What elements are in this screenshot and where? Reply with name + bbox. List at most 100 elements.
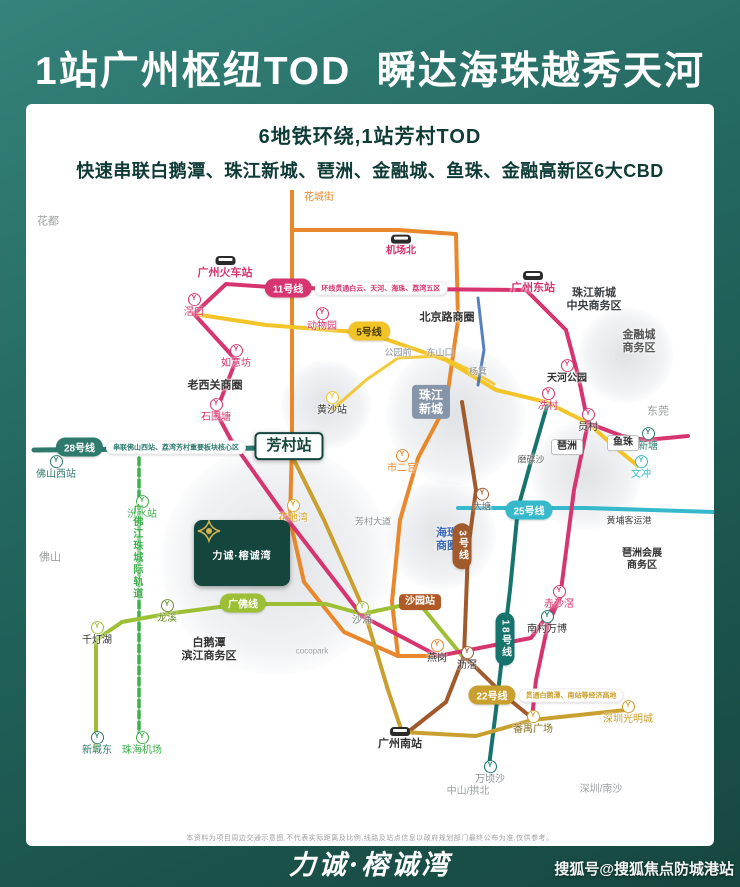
metro-icon: Y bbox=[160, 599, 174, 613]
intro-line1: 6地铁环绕,1站芳村TOD bbox=[258, 126, 482, 148]
station-name-text: 花都 bbox=[37, 215, 59, 228]
metro-line-18 bbox=[487, 404, 549, 768]
project-name: 力诚·榕诚湾 bbox=[212, 551, 272, 562]
station-name-text: 商务区 bbox=[627, 560, 657, 571]
line-badge-name: 18号线 bbox=[495, 612, 515, 666]
station-name-text: 新城东 bbox=[82, 745, 112, 757]
metro-line-22 bbox=[288, 450, 628, 738]
station-name-text: 深圳光明城 bbox=[603, 714, 653, 726]
metro-line-5 bbox=[192, 312, 640, 468]
line-badge: 28号线串联佛山西站、荔湾芳村重要板块核心区 bbox=[55, 437, 247, 457]
station-name-text: 珠江新城 bbox=[572, 287, 616, 300]
station-name-text: cocopark bbox=[295, 646, 329, 656]
district-bubble bbox=[386, 345, 526, 485]
station-name-text: 如意坊 bbox=[221, 358, 251, 370]
station-label: 广州东站 bbox=[511, 271, 555, 295]
station-name-text: 芳村站 bbox=[266, 437, 312, 455]
line-badge: 25号线 bbox=[505, 500, 553, 520]
line-badge: 11号线环线贯通白云、天河、海珠、荔湾五区 bbox=[264, 278, 448, 298]
station-name-text: 珠海机场 bbox=[122, 745, 162, 757]
station-label: 琶洲会展商务区 bbox=[622, 548, 662, 572]
station-label: 公园前 bbox=[384, 348, 411, 359]
station-label: 金融城商务区 bbox=[623, 329, 656, 355]
metro-icon: Y bbox=[90, 731, 104, 745]
metro-icon: Y bbox=[483, 760, 497, 774]
station-name-text: 琶洲会展 bbox=[622, 548, 662, 560]
metro-icon: Y bbox=[540, 610, 554, 624]
line-badge-name: 3号线 bbox=[452, 523, 472, 569]
station-label: 花都 bbox=[37, 216, 59, 229]
metro-icon: Y bbox=[229, 344, 243, 358]
station-name-text: 天河公园 bbox=[547, 373, 587, 385]
metro-map: 力诚·榕诚湾 花都佛山东莞中山/拱北深圳/南沙花城街机场北广州火车站广州东站珠江… bbox=[26, 190, 714, 838]
metro-icon: Y bbox=[560, 359, 574, 373]
station-label: 北京路商圈 bbox=[420, 312, 475, 325]
station-label: 珠江新城中央商务区 bbox=[567, 287, 622, 313]
metro-line-orange bbox=[288, 190, 440, 658]
train-icon bbox=[391, 234, 411, 244]
watermark: 搜狐号@搜狐焦点防城港站 bbox=[554, 861, 734, 878]
metro-icon: Y bbox=[90, 621, 104, 635]
station-label: 广州南站 bbox=[378, 727, 422, 751]
station-name-text: 龙溪 bbox=[157, 613, 177, 625]
station-name-text: 广佛江珠城际轨道 bbox=[130, 504, 142, 600]
line-badge: 18号线 bbox=[495, 612, 515, 666]
intro-block: 6地铁环绕,1站芳村TOD 快速串联白鹅潭、珠江新城、琶洲、金融城、鱼珠、金融高… bbox=[26, 104, 714, 183]
train-icon bbox=[215, 256, 235, 266]
train-icon bbox=[390, 727, 410, 737]
line-badge: 广佛线 bbox=[220, 593, 266, 613]
metro-line-25 bbox=[456, 506, 714, 514]
station-label: cocopark bbox=[296, 646, 328, 655]
station-name-text: 沥滘 bbox=[457, 660, 477, 672]
station-name-text: 南村万博 bbox=[527, 624, 567, 636]
station-name-text: 芳村大道 bbox=[354, 516, 392, 527]
station-name-text: 燕岗 bbox=[427, 653, 447, 665]
station-name-text: 中山/拱北 bbox=[446, 786, 490, 798]
station-name-text: 北京路商圈 bbox=[419, 311, 475, 324]
line-badge-desc: 贯通白鹅潭、南站等经济高地 bbox=[518, 688, 624, 702]
metro-icon: Y bbox=[355, 601, 369, 615]
station-name-text: 公园前 bbox=[384, 347, 412, 358]
map-disclaimer: 本资料为项目周边交通示意图,不代表实际距离及比例,线路及站点信息以政府规划部门最… bbox=[186, 835, 554, 842]
station-name-text: 商务区 bbox=[622, 342, 656, 354]
station-name-text: 新塘 bbox=[638, 441, 658, 453]
metro-icon: Y bbox=[325, 391, 339, 405]
station-label: 杨箕 bbox=[469, 367, 487, 378]
station-label: 芳村大道 bbox=[355, 517, 391, 528]
station-label: 鱼珠 bbox=[607, 435, 639, 451]
station-label: 磨碟沙 bbox=[517, 455, 544, 466]
station-name-text: 新城 bbox=[418, 402, 444, 416]
metro-icon: Y bbox=[552, 585, 566, 599]
station-label: 佛山 bbox=[39, 552, 61, 565]
station-name-text: 佛山西站 bbox=[36, 469, 76, 481]
station-label: 广佛江珠城际轨道 bbox=[130, 504, 142, 600]
metro-icon: Y bbox=[135, 495, 149, 509]
station-name-text: 东山口 bbox=[426, 347, 454, 358]
metro-icon: Y bbox=[541, 387, 555, 401]
station-label: 黄埔客运港 bbox=[606, 516, 651, 527]
station-name-text: 员村 bbox=[578, 422, 598, 434]
station-name-text: 深圳/南沙 bbox=[579, 784, 623, 796]
station-name-text: 金融城 bbox=[622, 329, 656, 342]
line-badge: 3号线 bbox=[452, 523, 472, 569]
station-label: 白鹅潭滨江商务区 bbox=[182, 637, 237, 663]
line-badge-name: 5号线 bbox=[348, 321, 390, 341]
district-bubble bbox=[578, 307, 674, 403]
station-fangcun: 芳村站 bbox=[254, 432, 324, 460]
metro-icon: Y bbox=[286, 499, 300, 513]
project-emblem-icon bbox=[197, 520, 221, 544]
line-badge-name: 11号线 bbox=[264, 278, 312, 298]
